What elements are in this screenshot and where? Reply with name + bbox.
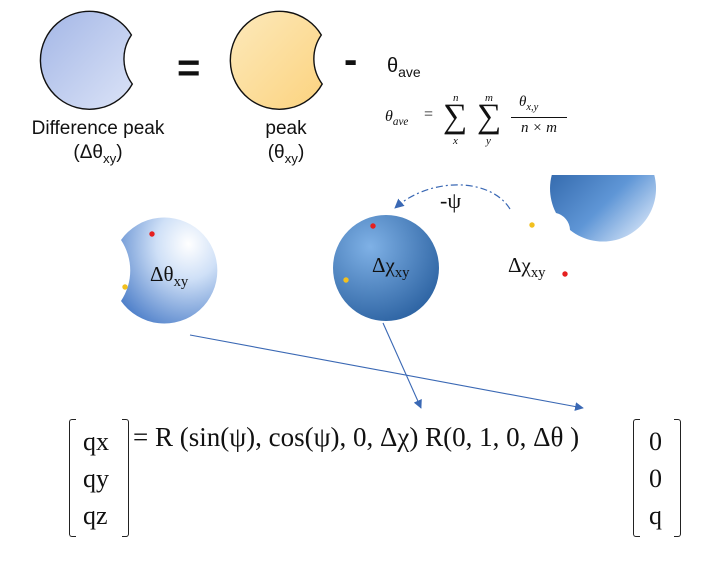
right-bracket	[122, 419, 129, 537]
result-vector-items: 0 0 q	[649, 423, 662, 534]
vector-entry: qz	[83, 501, 108, 530]
top-disks	[39, 10, 324, 110]
sum1-top: n	[453, 92, 459, 104]
arrow-delta-theta-to-equation	[189, 334, 584, 411]
sum2-sign: ∑	[477, 98, 502, 135]
sphere-delta-chi	[333, 215, 439, 321]
formula-numerator: θx,y	[519, 94, 539, 113]
sphere-right-label: Δχxy	[508, 253, 546, 282]
minus-sign: -	[344, 38, 358, 82]
result-vector: 0 0 q	[633, 419, 681, 537]
left-bracket	[633, 419, 640, 537]
sum2-top: m	[485, 92, 493, 104]
sphere-delta-theta	[121, 217, 218, 324]
left-bracket	[69, 419, 76, 537]
difference-peak-disk	[39, 10, 134, 110]
yellow-dot	[343, 277, 349, 283]
sphere-delta-chi-rotated	[550, 175, 657, 242]
vector-entry: qy	[83, 464, 109, 493]
sphere-left-label: Δθxy	[150, 262, 189, 291]
peak-disk	[229, 10, 324, 110]
vector-entry: 0	[649, 427, 662, 456]
theta-ave-label: θave	[387, 55, 421, 80]
red-dot	[370, 223, 376, 229]
sum1-bottom: x	[453, 135, 458, 147]
rotation-equation: = R (sin(ψ), cos(ψ), 0, Δχ) R(0, 1, 0, Δ…	[133, 422, 580, 452]
q-vector-items: qx qy qz	[83, 423, 109, 534]
formula-denominator: n × m	[521, 120, 557, 136]
sphere-mid-label: Δχxy	[372, 253, 410, 282]
yellow-dot	[529, 222, 535, 228]
fraction-bar	[511, 117, 567, 118]
formula-equals: =	[424, 106, 434, 123]
sphere-diagram	[121, 175, 657, 411]
vector-entry: qx	[83, 427, 109, 456]
red-dot	[149, 231, 155, 237]
vector-entry: 0	[649, 464, 662, 493]
theta-ave-formula: θave = n ∑ x m ∑ y θx,y n × m	[385, 90, 585, 152]
vector-entry: q	[649, 501, 662, 530]
peak-symbol: (θxy)	[267, 142, 305, 166]
right-bracket	[674, 419, 681, 537]
sum2-bottom: y	[486, 135, 491, 147]
equals-sign: =	[177, 46, 201, 90]
formula-lhs: θave	[385, 108, 409, 129]
rotation-label: -ψ	[440, 188, 462, 213]
yellow-dot	[122, 284, 128, 290]
sum1-sign: ∑	[443, 98, 468, 135]
peak-label: peak	[265, 118, 307, 139]
difference-peak-label: Difference peak	[31, 118, 165, 139]
arrow-delta-chi-to-equation	[382, 322, 422, 409]
difference-peak-symbol: (Δθxy)	[73, 142, 123, 166]
q-vector: qx qy qz	[69, 419, 129, 537]
red-dot	[562, 271, 568, 277]
